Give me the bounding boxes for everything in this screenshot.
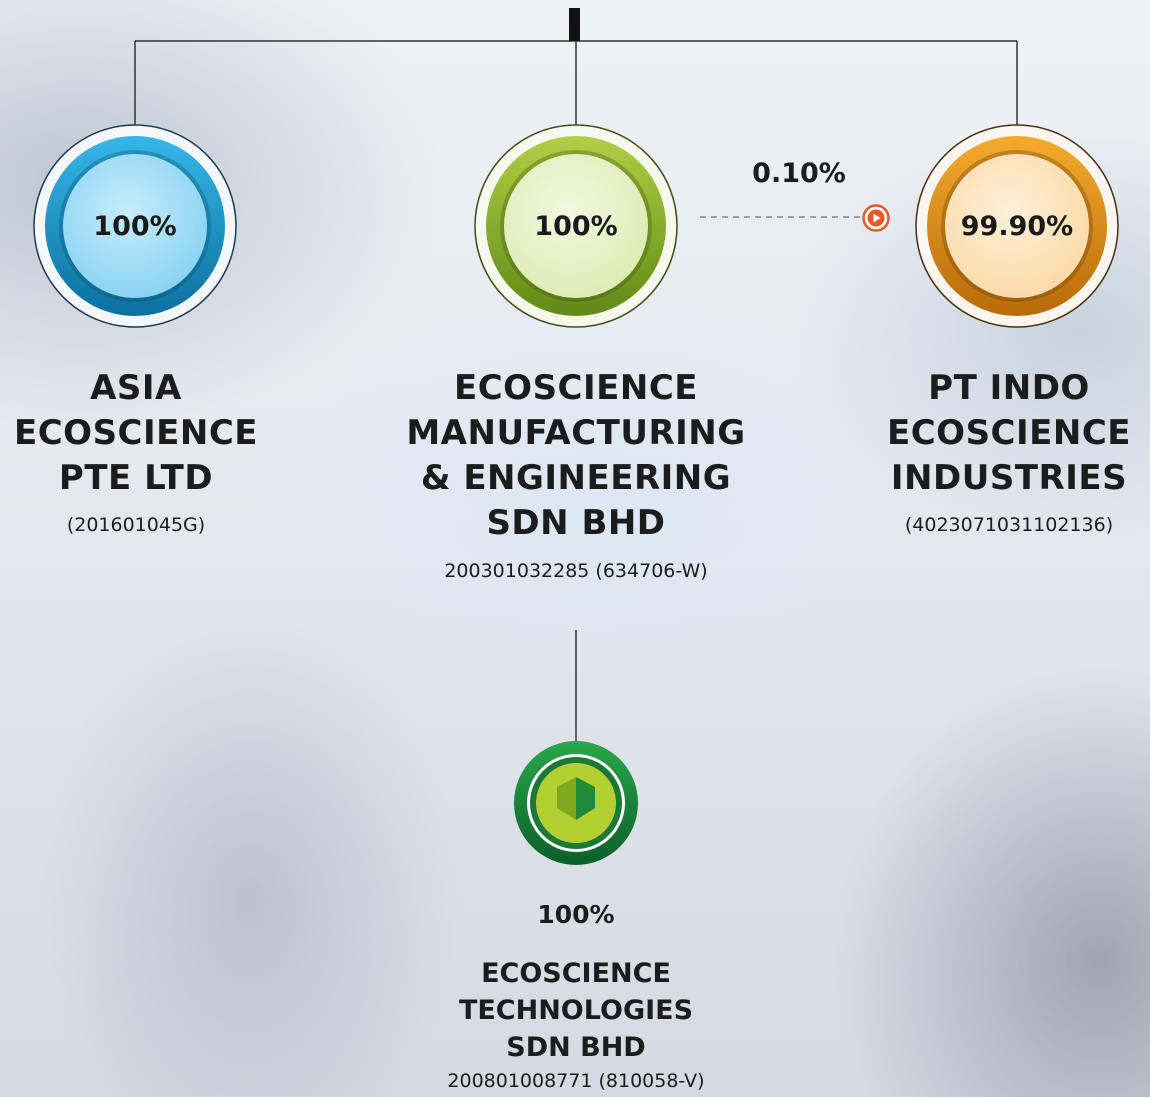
subsidiary-registration: 200801008771 (810058-V)	[447, 1070, 705, 1092]
company-stake: 100%	[534, 210, 618, 242]
leaf-shield-icon[interactable]	[513, 740, 639, 866]
company-stake: 100%	[93, 210, 177, 242]
company-registration-asia: (201601045G)	[66, 514, 206, 536]
ownership-percentage: 0.10%	[752, 158, 846, 189]
company-circle-asia[interactable]: 100%	[32, 123, 238, 329]
company-name-indo: PT INDO ECOSCIENCE INDUSTRIES	[886, 368, 1132, 498]
company-name-manufacturing: ECOSCIENCE MANUFACTURING & ENGINEERING S…	[406, 368, 746, 543]
company-circle-manufacturing[interactable]: 100%	[473, 123, 679, 329]
company-circle-indo[interactable]: 99.90%	[914, 123, 1120, 329]
company-name-asia: ASIA ECOSCIENCE PTE LTD	[13, 368, 259, 498]
play-arrow-icon	[862, 204, 890, 232]
company-registration-manufacturing: 200301032285 (634706-W)	[444, 560, 708, 582]
company-stake: 99.90%	[960, 210, 1074, 242]
subsidiary-stake: 100%	[537, 900, 615, 929]
subsidiary-name: ECOSCIENCE TECHNOLOGIES SDN BHD	[458, 958, 694, 1063]
company-registration-indo: (4023071031102136)	[904, 514, 1114, 536]
